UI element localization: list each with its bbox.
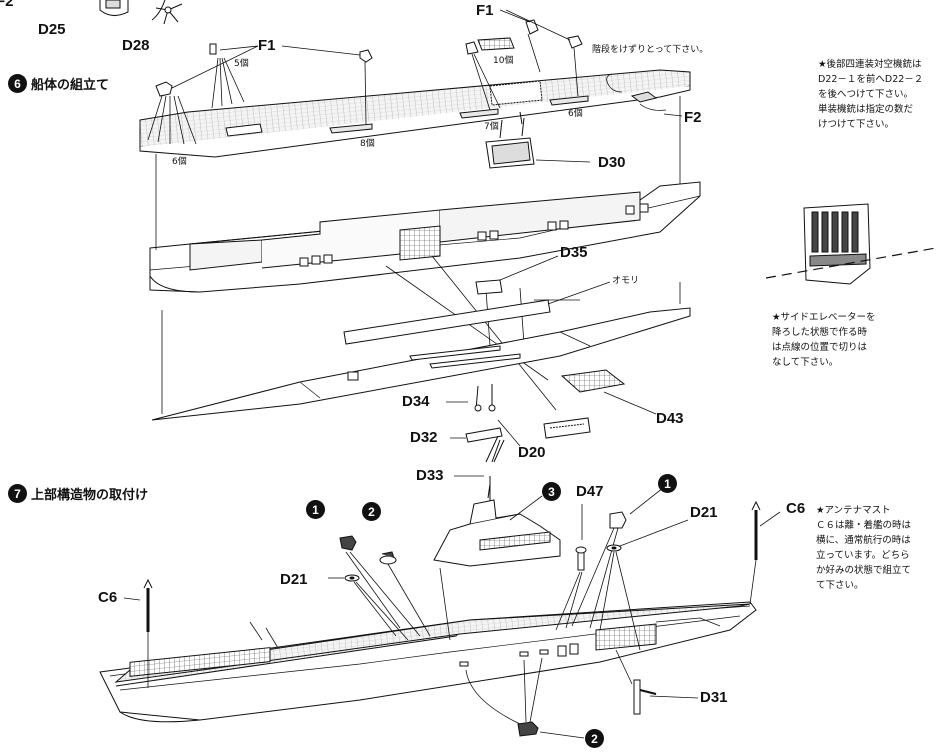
part-label-c6-right: C6 bbox=[786, 500, 806, 517]
part-d35-drawing bbox=[475, 255, 559, 295]
part-grid-10 bbox=[477, 37, 515, 51]
part-label-d20: D20 bbox=[518, 444, 546, 461]
part-d25-drawing bbox=[99, 0, 129, 16]
part-d28-drawing bbox=[151, 0, 183, 25]
part-f1-drawings bbox=[155, 19, 583, 97]
gun-part-1b bbox=[571, 483, 669, 629]
marker-2: 2 bbox=[362, 502, 381, 521]
weight-bar-drawing bbox=[343, 281, 611, 345]
step-cut-note: 階段をけずりとって下さい。 bbox=[592, 45, 709, 55]
marker-1: 1 bbox=[306, 500, 325, 519]
count-label: 6個 bbox=[172, 157, 187, 167]
count-label: 8個 bbox=[360, 139, 375, 149]
part-d47-drawing bbox=[555, 504, 587, 631]
part-label-d31: D31 bbox=[700, 689, 728, 706]
marker-1: 1 bbox=[658, 474, 677, 493]
part-label-d21-right: D21 bbox=[690, 504, 718, 521]
part-label-f2: F2 bbox=[684, 109, 702, 126]
carrier-assembled bbox=[99, 601, 757, 723]
part-label-f2-top: F2 bbox=[0, 0, 14, 10]
f1-leaders bbox=[147, 9, 579, 145]
weight-label: オモリ bbox=[612, 276, 640, 286]
part-d34-d32-drawing bbox=[446, 384, 521, 510]
part-label-f1-left: F1 bbox=[258, 37, 276, 54]
part-label-d33: D33 bbox=[416, 467, 444, 484]
count-label: 5個 bbox=[234, 59, 249, 69]
aircraft-group-leaders bbox=[249, 621, 279, 649]
note-side-elevator: ★サイドエレベーターを降ろした状態で作る時は点線の位置で切りはなして下さい。 bbox=[772, 312, 876, 368]
part-label-d21-left: D21 bbox=[280, 571, 308, 588]
side-elevator-detail bbox=[765, 203, 937, 285]
marker-3: 3 bbox=[542, 482, 561, 501]
part-label-d34: D34 bbox=[402, 393, 430, 410]
step-title: 上部構造物の取付け bbox=[31, 488, 149, 503]
part-label-d47: D47 bbox=[576, 483, 604, 500]
part-label-c6-left: C6 bbox=[98, 589, 118, 606]
part-label-f1-right: F1 bbox=[476, 2, 494, 19]
step-6-heading: 6 船体の組立て bbox=[8, 74, 109, 93]
count-label: 6個 bbox=[568, 109, 583, 119]
part-label-d32: D32 bbox=[410, 429, 438, 446]
arrow-3-leader bbox=[509, 495, 543, 521]
part-d43-drawing bbox=[543, 369, 657, 439]
mast-c6-right bbox=[749, 500, 781, 605]
gun-part-2a bbox=[379, 551, 431, 637]
count-label: 7個 bbox=[484, 122, 499, 132]
hull-bottom-plate bbox=[151, 307, 691, 421]
part-label-d30: D30 bbox=[598, 154, 626, 171]
flight-deck-upper bbox=[139, 69, 691, 158]
step-number: 7 bbox=[8, 484, 27, 503]
part-label-d43: D43 bbox=[656, 410, 684, 427]
part-d31-drawing bbox=[615, 649, 699, 715]
part-f2-drawing bbox=[606, 73, 667, 111]
count-label: 10個 bbox=[493, 56, 514, 66]
step-title: 船体の組立て bbox=[31, 78, 110, 93]
part-label-d35: D35 bbox=[560, 244, 588, 261]
part-d21-right bbox=[599, 519, 689, 651]
marker-2: 2 bbox=[585, 729, 604, 748]
part-label-d28: D28 bbox=[122, 37, 150, 54]
island-drawing bbox=[433, 483, 561, 641]
step-7-heading: 7 上部構造物の取付け bbox=[8, 484, 148, 503]
part-d21-left bbox=[328, 574, 409, 641]
mast-c6-left bbox=[123, 578, 153, 688]
part-label-d25: D25 bbox=[38, 21, 66, 38]
step-number: 6 bbox=[8, 74, 27, 93]
gun-part-1a bbox=[339, 535, 421, 637]
part-d30-drawing bbox=[485, 117, 591, 169]
gun-part-2b bbox=[465, 657, 585, 739]
hull-main bbox=[149, 181, 701, 293]
